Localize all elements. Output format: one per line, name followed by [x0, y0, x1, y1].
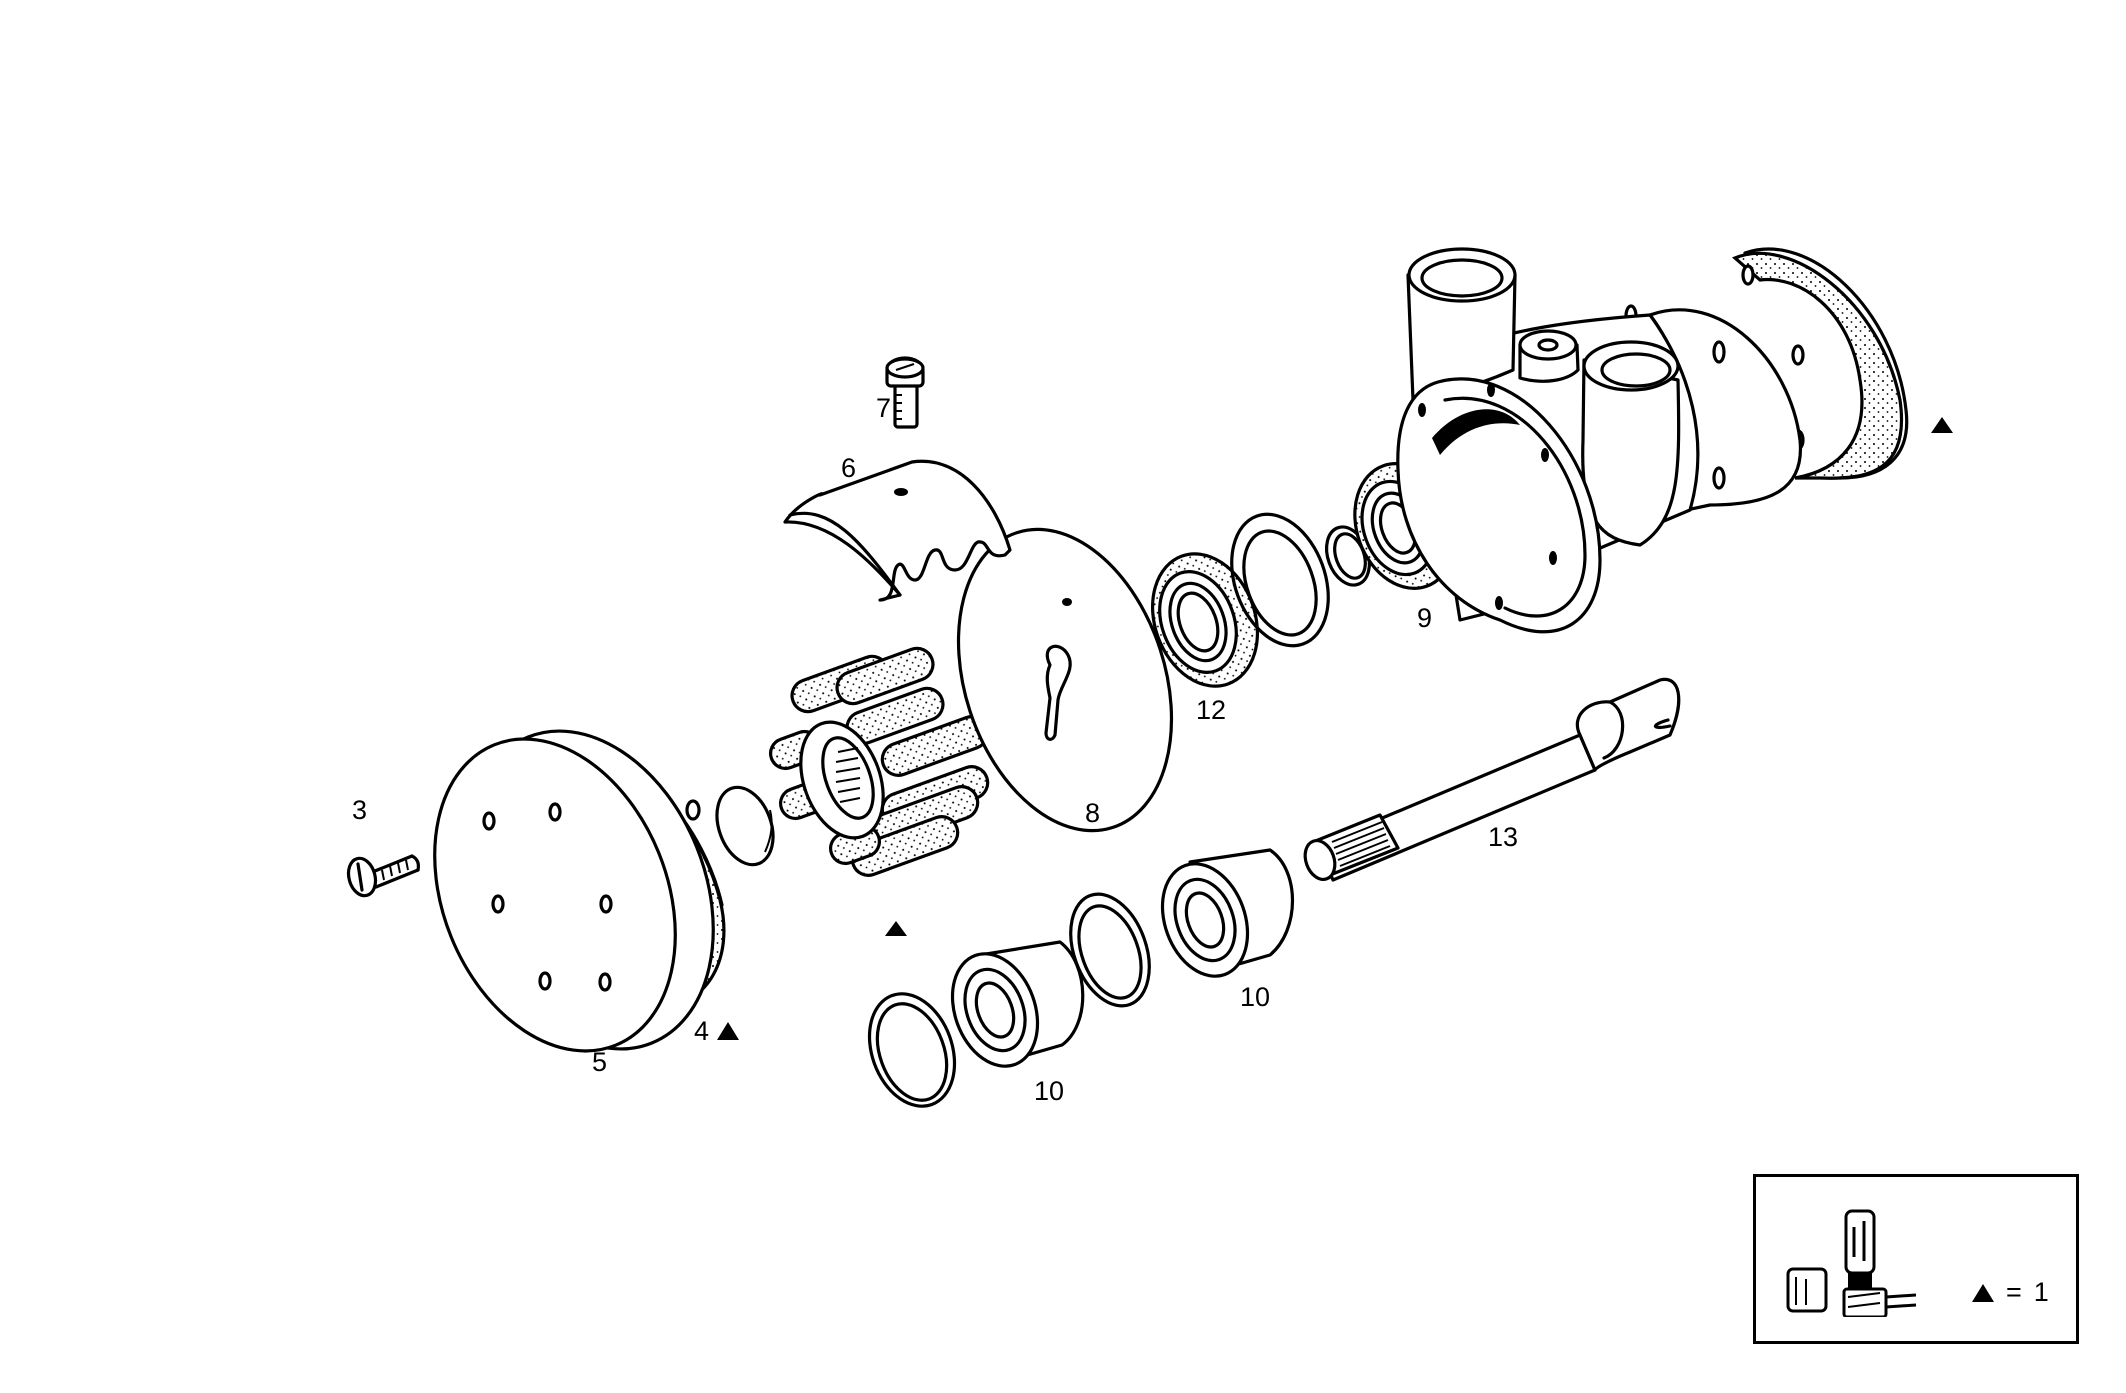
part-impeller[interactable] [766, 644, 992, 880]
label-part-9: 9 [1417, 603, 1433, 633]
label-part-3: 3 [352, 795, 368, 825]
label-part-13: 13 [1488, 822, 1519, 852]
legend-value: 1 [2033, 1277, 2049, 1307]
label-part-12: 12 [1196, 695, 1227, 725]
part-5-end-cover[interactable] [390, 694, 758, 1087]
part-3-screw[interactable] [345, 854, 420, 898]
wear-part-marker-impeller [885, 921, 907, 936]
label-part-7: 7 [876, 393, 892, 423]
part-retaining-ring[interactable] [855, 982, 970, 1118]
part-plug-disc[interactable] [707, 780, 783, 873]
label-part-6: 6 [841, 453, 857, 483]
label-part-8: 8 [1085, 798, 1101, 828]
label-part-4-number: 4 [694, 1016, 710, 1046]
service-kit-legend: = 1 [1753, 1174, 2079, 1344]
wear-part-marker-housing [1931, 417, 1953, 433]
part-10-bearing-lower[interactable] [938, 940, 1085, 1078]
legend-key: = 1 [1972, 1277, 2049, 1308]
wear-part-triangle-icon [716, 1022, 739, 1040]
label-part-4: 4 [694, 1018, 739, 1045]
label-part-5: 5 [592, 1047, 608, 1077]
part-8-wear-plate[interactable] [922, 502, 1208, 859]
part-7-cam-screw[interactable] [885, 356, 925, 429]
wear-part-triangle-icon [1972, 1283, 1994, 1302]
label-part-10-lower: 10 [1034, 1076, 1065, 1106]
part-13-shaft[interactable] [1300, 677, 1681, 883]
part-10-bearing-upper[interactable] [1148, 848, 1295, 988]
part-pump-housing[interactable] [1396, 247, 1909, 634]
label-part-10-upper: 10 [1240, 982, 1271, 1012]
legend-equals: = [2006, 1277, 2022, 1307]
part-6-cam[interactable] [783, 459, 1012, 602]
part-washer[interactable] [1214, 501, 1345, 660]
part-12-seal[interactable] [1135, 539, 1275, 701]
service-kit-icon [1786, 1209, 1917, 1317]
